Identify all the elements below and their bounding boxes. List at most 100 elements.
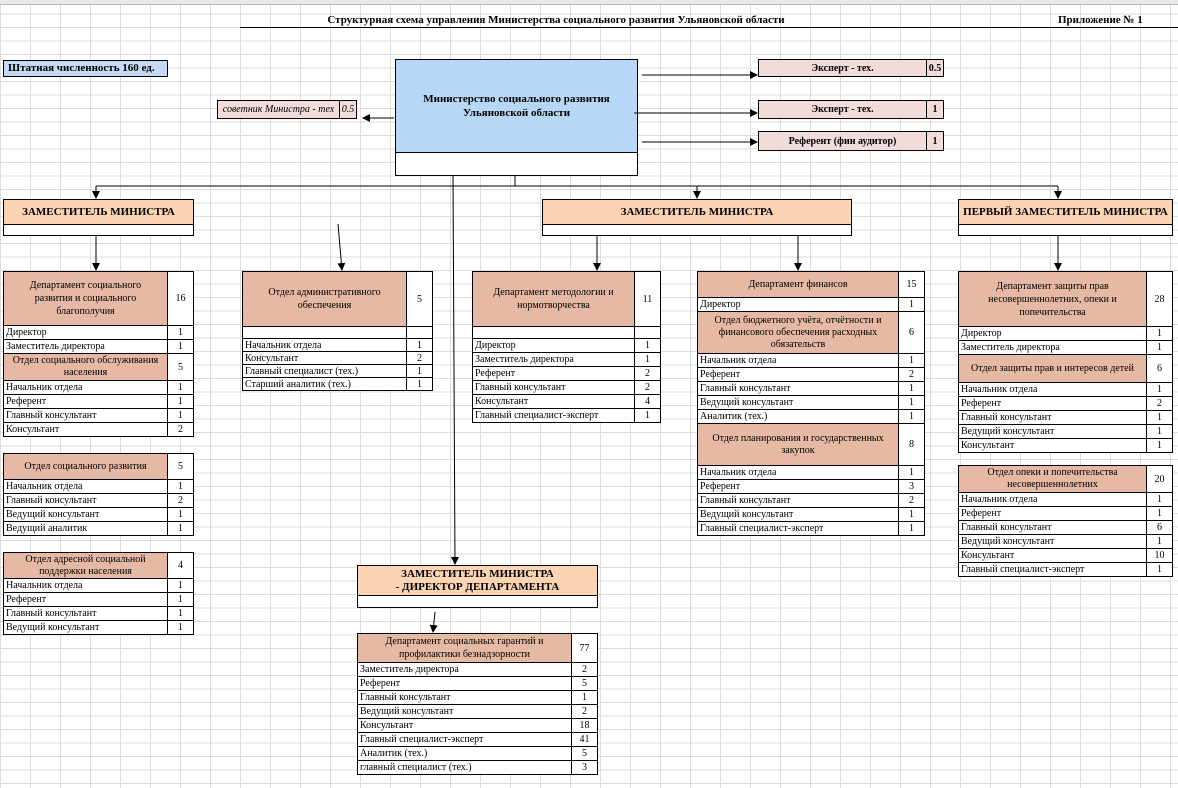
dept-header[interactable]: Департамент методологии и нормотворчеств… bbox=[472, 271, 661, 327]
first-deputy-minister[interactable]: ПЕРВЫЙ ЗАМЕСТИТЕЛЬ МИНИСТРА bbox=[958, 199, 1173, 236]
dept-name: Департамент социальных гарантий и профил… bbox=[358, 634, 571, 662]
staff-row[interactable]: Аналитик (тех.)1 bbox=[697, 410, 925, 424]
position-count: 1 bbox=[167, 508, 193, 521]
staff-row[interactable]: главный специалист (тех.)3 bbox=[357, 761, 598, 775]
staff-row[interactable]: Главный специалист (тех.)1 bbox=[242, 365, 433, 378]
dept-header[interactable]: Департамент социальных гарантий и профил… bbox=[357, 633, 598, 663]
subdept-name: Отдел адресной социальной поддержки насе… bbox=[4, 553, 167, 578]
subdept-header[interactable]: Отдел адресной социальной поддержки насе… bbox=[3, 552, 194, 579]
ministry-box[interactable]: Министерство социального развития Ульяно… bbox=[395, 59, 638, 176]
subdept-header[interactable]: Отдел бюджетного учёта, отчётности и фин… bbox=[697, 312, 925, 354]
subdept-header[interactable]: Отдел социального обслуживания населения… bbox=[3, 354, 194, 381]
dept-header[interactable]: Департамент социального развития и социа… bbox=[3, 271, 194, 326]
deputy-minister-center[interactable]: ЗАМЕСТИТЕЛЬ МИНИСТРА bbox=[542, 199, 852, 236]
subdept-header[interactable]: Отдел планирования и государственных зак… bbox=[697, 424, 925, 466]
subdept-total: 5 bbox=[167, 354, 193, 380]
position-title: Главный консультант bbox=[6, 495, 97, 506]
position-title: Директор bbox=[475, 340, 516, 351]
position-title: Консультант bbox=[961, 550, 1015, 561]
position-count: 2 bbox=[571, 705, 597, 718]
staff-row[interactable]: Начальник отдела 1 bbox=[242, 339, 433, 352]
position-title: Главный специалист-эксперт bbox=[475, 410, 599, 421]
position-count: 1 bbox=[406, 378, 432, 390]
deputy-minister-left[interactable]: ЗАМЕСТИТЕЛЬ МИНИСТРА bbox=[3, 199, 194, 236]
staff-count[interactable]: Штатная численность 160 ед. bbox=[3, 60, 168, 77]
expert-label: Эксперт - тех. bbox=[811, 62, 874, 74]
dept-header[interactable]: Департамент защиты прав несовершеннолетн… bbox=[958, 271, 1173, 327]
subdept-name: Отдел опеки и попечительства несовершенн… bbox=[959, 466, 1146, 492]
advisor-box[interactable]: советник Министра - тех 0.5 bbox=[217, 100, 357, 119]
position-count: 1 bbox=[571, 691, 597, 704]
referent-box[interactable]: Референт (фин аудитор) 1 bbox=[758, 131, 944, 151]
expert-label: Эксперт - тех. bbox=[811, 104, 874, 115]
staff-row[interactable]: Аналитик (тех.)5 bbox=[357, 747, 598, 761]
expert-box-1[interactable]: Эксперт - тех. 0.5 bbox=[758, 59, 944, 77]
position-count: 1 bbox=[406, 339, 432, 351]
expert-box-2[interactable]: Эксперт - тех. 1 bbox=[758, 100, 944, 119]
staff-row[interactable]: Старший аналитик (тех.)1 bbox=[242, 378, 433, 391]
expert-value: 1 bbox=[926, 101, 943, 118]
deputy-minister-director[interactable]: ЗАМЕСТИТЕЛЬ МИНИСТРА - ДИРЕКТОР ДЕПАРТАМ… bbox=[357, 565, 598, 608]
subdept-header[interactable]: Отдел опеки и попечительства несовершенн… bbox=[958, 465, 1173, 493]
position-title: Главный консультант bbox=[6, 410, 97, 421]
position-title: Аналитик (тех.) bbox=[360, 748, 428, 759]
position-title: Начальник отдела bbox=[245, 339, 322, 351]
ministry-title: Министерство социального развития Ульяно… bbox=[396, 60, 637, 153]
spacer-row bbox=[472, 327, 661, 339]
